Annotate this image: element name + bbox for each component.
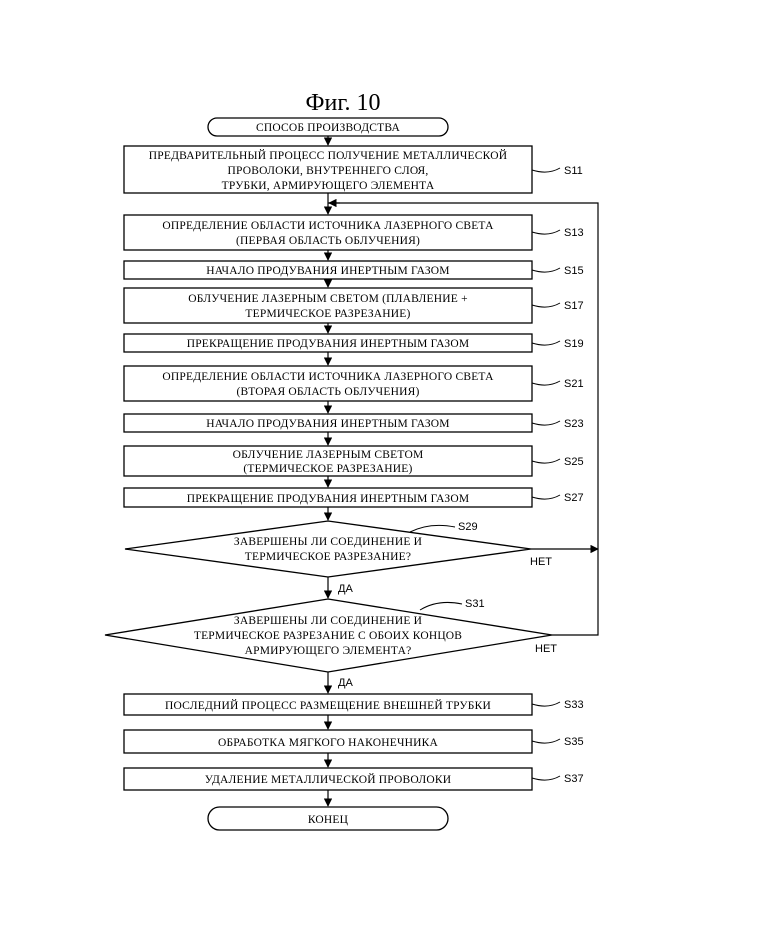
step-S17-line-1: ОБЛУЧЕНИЕ ЛАЗЕРНЫМ СВЕТОМ (ПЛАВЛЕНИЕ + xyxy=(188,293,468,305)
step-S25-line-1: ОБЛУЧЕНИЕ ЛАЗЕРНЫМ СВЕТОМ xyxy=(233,449,424,461)
step-S33-id: S33 xyxy=(564,699,584,711)
step-S25-line-2: (ТЕРМИЧЕСКОЕ РАЗРЕЗАНИЕ) xyxy=(243,463,412,475)
decision-S29-line-2: ТЕРМИЧЕСКОЕ РАЗРЕЗАНИЕ? xyxy=(245,551,411,563)
decision-S31-id: S31 xyxy=(465,598,485,610)
decision-S29-line-1: ЗАВЕРШЕНЫ ЛИ СОЕДИНЕНИЕ И xyxy=(234,536,422,548)
step-S13: ОПРЕДЕЛЕНИЕ ОБЛАСТИ ИСТОЧНИКА ЛАЗЕРНОГО … xyxy=(124,215,584,250)
step-S19-id: S19 xyxy=(564,338,584,350)
step-S11-line-2: ПРОВОЛОКИ, ВНУТРЕННЕГО СЛОЯ, xyxy=(228,165,429,177)
decision-S31-line-1: ЗАВЕРШЕНЫ ЛИ СОЕДИНЕНИЕ И xyxy=(234,615,422,627)
step-S19: ПРЕКРАЩЕНИЕ ПРОДУВАНИЯ ИНЕРТНЫМ ГАЗОМ S1… xyxy=(124,334,584,352)
decision-S29-id: S29 xyxy=(458,521,478,533)
step-S25-id: S25 xyxy=(564,456,584,468)
step-S21-id: S21 xyxy=(564,378,584,390)
step-S33-line-1: ПОСЛЕДНИЙ ПРОЦЕСС РАЗМЕЩЕНИЕ ВНЕШНЕЙ ТРУ… xyxy=(165,698,491,712)
step-S19-line-1: ПРЕКРАЩЕНИЕ ПРОДУВАНИЯ ИНЕРТНЫМ ГАЗОМ xyxy=(187,338,470,350)
step-S11-line-1: ПРЕДВАРИТЕЛЬНЫЙ ПРОЦЕСС ПОЛУЧЕНИЕ МЕТАЛЛ… xyxy=(149,148,508,162)
step-S23-id: S23 xyxy=(564,418,584,430)
step-S37-line-1: УДАЛЕНИЕ МЕТАЛЛИЧЕСКОЙ ПРОВОЛОКИ xyxy=(205,772,451,786)
step-S21-line-2: (ВТОРАЯ ОБЛАСТЬ ОБЛУЧЕНИЯ) xyxy=(236,386,419,398)
step-S35: ОБРАБОТКА МЯГКОГО НАКОНЕЧНИКА S35 xyxy=(124,730,584,753)
step-S37: УДАЛЕНИЕ МЕТАЛЛИЧЕСКОЙ ПРОВОЛОКИ S37 xyxy=(124,768,584,790)
step-S15-line-1: НАЧАЛО ПРОДУВАНИЯ ИНЕРТНЫМ ГАЗОМ xyxy=(206,265,449,277)
step-S13-line-2: (ПЕРВАЯ ОБЛАСТЬ ОБЛУЧЕНИЯ) xyxy=(236,235,420,247)
step-S17-id: S17 xyxy=(564,300,584,312)
step-S25: ОБЛУЧЕНИЕ ЛАЗЕРНЫМ СВЕТОМ (ТЕРМИЧЕСКОЕ Р… xyxy=(124,446,584,476)
step-S15-id: S15 xyxy=(564,265,584,277)
decision-S31-line-3: АРМИРУЮЩЕГО ЭЛЕМЕНТА? xyxy=(245,645,412,657)
decision-S31-yes-label: ДА xyxy=(338,677,353,689)
step-S23-line-1: НАЧАЛО ПРОДУВАНИЯ ИНЕРТНЫМ ГАЗОМ xyxy=(206,418,449,430)
step-S17: ОБЛУЧЕНИЕ ЛАЗЕРНЫМ СВЕТОМ (ПЛАВЛЕНИЕ + Т… xyxy=(124,288,584,323)
decision-S29-yes-label: ДА xyxy=(338,583,353,595)
step-S27: ПРЕКРАЩЕНИЕ ПРОДУВАНИЯ ИНЕРТНЫМ ГАЗОМ S2… xyxy=(124,488,584,507)
end-label: КОНЕЦ xyxy=(308,814,349,826)
decision-S31-line-2: ТЕРМИЧЕСКОЕ РАЗРЕЗАНИЕ С ОБОИХ КОНЦОВ xyxy=(194,630,462,642)
step-S11-line-3: ТРУБКИ, АРМИРУЮЩЕГО ЭЛЕМЕНТА xyxy=(222,180,435,192)
step-S35-line-1: ОБРАБОТКА МЯГКОГО НАКОНЕЧНИКА xyxy=(218,737,439,749)
decision-S29-no-label: НЕТ xyxy=(530,556,552,568)
step-S21-line-1: ОПРЕДЕЛЕНИЕ ОБЛАСТИ ИСТОЧНИКА ЛАЗЕРНОГО … xyxy=(162,371,494,383)
decision-S29: ЗАВЕРШЕНЫ ЛИ СОЕДИНЕНИЕ И ТЕРМИЧЕСКОЕ РА… xyxy=(125,521,552,595)
step-S17-line-2: ТЕРМИЧЕСКОЕ РАЗРЕЗАНИЕ) xyxy=(245,308,410,320)
step-S13-line-1: ОПРЕДЕЛЕНИЕ ОБЛАСТИ ИСТОЧНИКА ЛАЗЕРНОГО … xyxy=(162,220,494,232)
step-S21: ОПРЕДЕЛЕНИЕ ОБЛАСТИ ИСТОЧНИКА ЛАЗЕРНОГО … xyxy=(124,366,584,401)
figure-title: Фиг. 10 xyxy=(306,90,381,116)
step-S33: ПОСЛЕДНИЙ ПРОЦЕСС РАЗМЕЩЕНИЕ ВНЕШНЕЙ ТРУ… xyxy=(124,694,584,715)
decision-S31: ЗАВЕРШЕНЫ ЛИ СОЕДИНЕНИЕ И ТЕРМИЧЕСКОЕ РА… xyxy=(105,598,557,689)
step-S35-id: S35 xyxy=(564,736,584,748)
start-label: СПОСОБ ПРОИЗВОДСТВА xyxy=(256,122,401,134)
step-S11: ПРЕДВАРИТЕЛЬНЫЙ ПРОЦЕСС ПОЛУЧЕНИЕ МЕТАЛЛ… xyxy=(124,146,583,193)
step-S27-line-1: ПРЕКРАЩЕНИЕ ПРОДУВАНИЯ ИНЕРТНЫМ ГАЗОМ xyxy=(187,493,470,505)
step-S15: НАЧАЛО ПРОДУВАНИЯ ИНЕРТНЫМ ГАЗОМ S15 xyxy=(124,261,584,279)
step-S23: НАЧАЛО ПРОДУВАНИЯ ИНЕРТНЫМ ГАЗОМ S23 xyxy=(124,414,584,432)
step-S37-id: S37 xyxy=(564,773,584,785)
step-S11-id: S11 xyxy=(564,165,583,177)
step-S13-id: S13 xyxy=(564,227,584,239)
step-S27-id: S27 xyxy=(564,492,584,504)
decision-S31-no-label: НЕТ xyxy=(535,643,557,655)
